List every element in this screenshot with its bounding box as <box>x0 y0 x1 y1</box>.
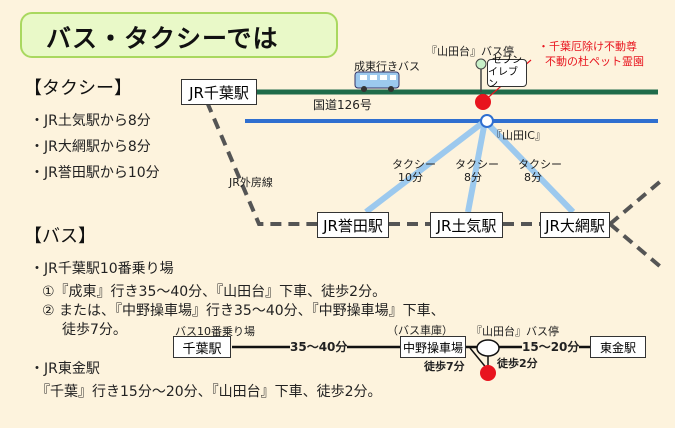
taxi-item-oami: ・JR大網駅から8分 <box>30 139 151 155</box>
route-nakano-depot: 中野操車場 <box>400 336 466 358</box>
depot-note: （バス車庫） <box>387 324 453 337</box>
taxi-time-3: 8分 <box>524 171 542 184</box>
destination-marker-route <box>480 365 496 381</box>
seven-eleven-box: セブン イレブン <box>487 55 527 90</box>
page-title: バス・タクシーでは <box>46 24 279 53</box>
bus-item-chiba-option2: ② または、『中野操車場』行き35～40分、『中野操車場』下車、 <box>42 303 445 319</box>
rail-segment-east <box>608 178 664 226</box>
bus-item-togane-detail: 『千葉』行き15分～20分、『山田台』下車、徒歩2分。 <box>36 384 382 400</box>
taxi-item-honda: ・JR誉田駅から10分 <box>30 165 160 181</box>
taxi-label-1: タクシー <box>392 158 436 171</box>
route-chiba-station: 千葉駅 <box>173 336 231 358</box>
bus-icon <box>354 71 400 92</box>
bus-item-togane: ・JR東金駅 <box>30 361 100 377</box>
taxi-line-honda <box>364 118 487 215</box>
sotobo-line-label: JR外房線 <box>229 176 273 189</box>
taxi-label-3: タクシー <box>518 158 562 171</box>
sotobo-rail-line <box>205 101 318 226</box>
destination-marker <box>475 94 491 110</box>
title-box <box>20 12 338 58</box>
route-yamadadai-label: 『山田台』バス停 <box>471 325 559 338</box>
temple-label-line2: 不動の杜ペット霊園 <box>545 55 644 68</box>
jr-honda-station: JR誉田駅 <box>317 212 389 238</box>
bus-stop-10-label: バス10番乗り場 <box>175 325 255 338</box>
jr-chiba-station: JR千葉駅 <box>181 79 257 105</box>
taxi-time-1: 10分 <box>398 171 423 184</box>
yamadadai-stop-label: 『山田台』バス停 <box>426 45 514 58</box>
walk-7-label: 徒歩7分 <box>424 360 465 373</box>
bus-label: 成東行きバス <box>354 60 420 73</box>
bus-stop-icon <box>475 58 487 92</box>
yamadadai-stop-marker <box>476 339 500 357</box>
bus-item-chiba-option2-cont: 徒歩7分。 <box>62 322 127 338</box>
taxi-header: 【タクシー】 <box>24 78 132 99</box>
route-togane-station: 東金駅 <box>590 336 646 358</box>
temple-label-line1: ・千葉厄除け不動尊 <box>538 40 637 53</box>
route-time-1: 35～40分 <box>290 338 348 355</box>
rail-segment-south <box>608 222 664 270</box>
jr-oami-station: JR大網駅 <box>540 212 610 238</box>
seven-eleven-line1: セブン <box>492 55 522 66</box>
taxi-line-oami <box>482 118 576 215</box>
walk-2-label: 徒歩2分 <box>497 357 538 370</box>
bus-header: 【バス】 <box>24 226 96 247</box>
taxi-item-toke: ・JR土気駅から8分 <box>30 113 151 129</box>
bus-item-chiba: ・JR千葉駅10番乗り場 <box>30 261 174 277</box>
taxi-time-2: 8分 <box>464 171 482 184</box>
route-126-label: 国道126号 <box>313 98 372 112</box>
seven-eleven-line2: イレブン <box>488 67 518 90</box>
yamada-ic-marker <box>480 114 494 128</box>
taxi-line-toke <box>465 120 488 213</box>
route-time-2: 15～20分 <box>522 338 580 355</box>
jr-toke-station: JR土気駅 <box>430 212 503 238</box>
taxi-label-2: タクシー <box>455 158 499 171</box>
yamada-ic-label: 『山田IC』 <box>491 129 546 142</box>
bus-item-chiba-option1: ①『成東』行き35～40分、『山田台』下車、徒歩2分。 <box>42 284 387 300</box>
